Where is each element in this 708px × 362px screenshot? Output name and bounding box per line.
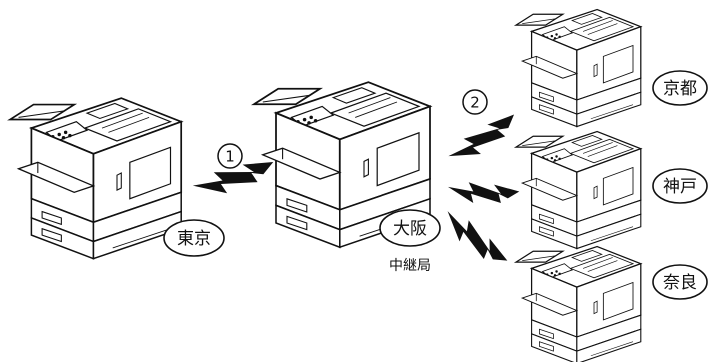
step-1-marker: 1 — [217, 143, 243, 169]
location-label-tokyo: 東京 — [163, 219, 225, 257]
transmission-arrow-osaka-kobe — [448, 182, 520, 203]
step-1-number: 1 — [225, 148, 235, 166]
kyoto-label: 京都 — [663, 79, 697, 99]
step-2-number: 2 — [470, 94, 480, 112]
fax-machine-kyoto — [515, 8, 642, 128]
osaka-label: 大阪 — [393, 219, 427, 239]
transmission-arrow-osaka-nara — [437, 207, 514, 271]
fax-machine-tokyo — [9, 97, 183, 260]
kobe-label: 神戸 — [663, 177, 697, 197]
transmission-arrow-osaka-kyoto — [445, 106, 522, 171]
location-label-osaka: 大阪 — [379, 209, 441, 247]
fax-machine-kobe — [515, 130, 642, 250]
location-label-kyoto: 京都 — [652, 70, 708, 106]
tokyo-label: 東京 — [177, 229, 211, 249]
fax-machine-nara — [515, 245, 642, 362]
nara-label: 奈良 — [663, 273, 697, 293]
relay-station-label: 中継局 — [389, 258, 431, 274]
location-label-kobe: 神戸 — [652, 168, 708, 204]
step-2-marker: 2 — [462, 89, 488, 115]
location-label-nara: 奈良 — [652, 264, 708, 300]
